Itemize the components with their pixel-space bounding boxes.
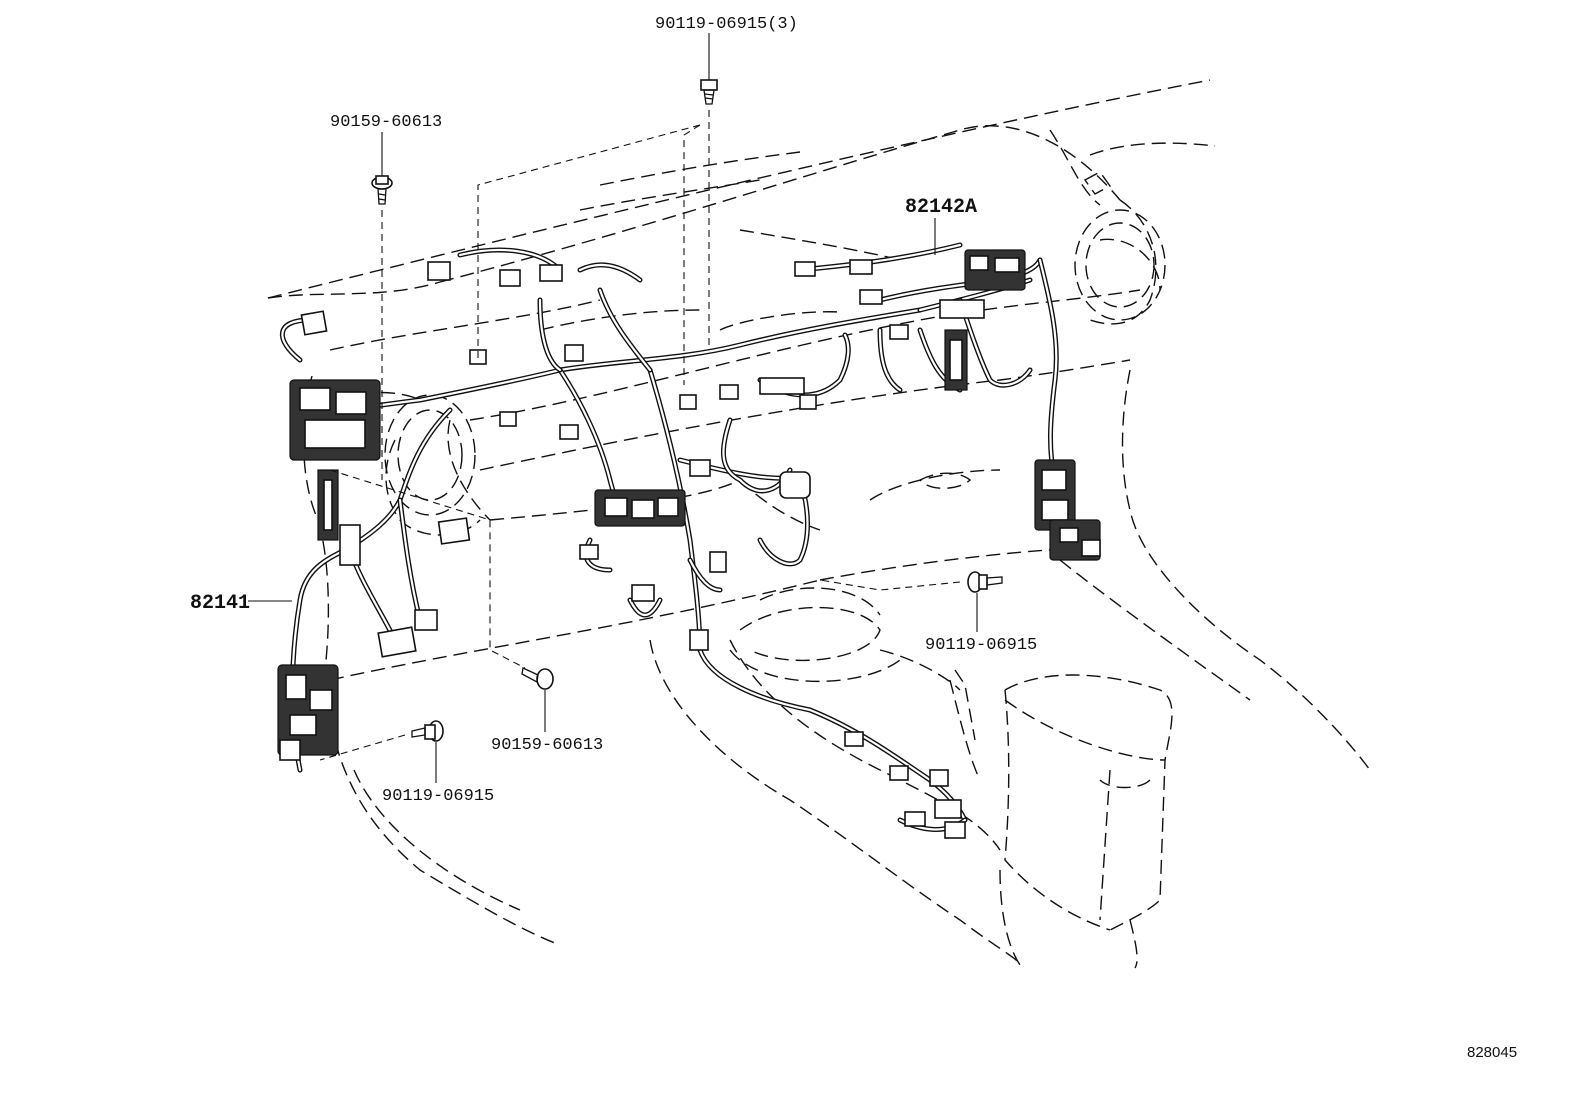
air-vent-right [1074,209,1166,321]
callout-bolt-left-lower: 90119-06915 [382,787,494,806]
callout-bolt-top-left: 90159-60613 [330,113,442,132]
bolt-left-lower-icon [411,720,444,742]
air-vent-left [384,394,476,516]
callout-bolt-mid-lower: 90159-60613 [491,736,603,755]
callout-bolt-right: 90119-06915 [925,636,1037,655]
callout-leaders [248,33,978,783]
bolt-top-center-icon [700,79,718,105]
callout-harness-82141: 82141 [190,592,250,615]
dashboard-outline [267,79,1371,969]
bolt-right-icon [967,571,1003,593]
callout-harness-82142A: 82142A [905,196,977,219]
harness-connectors [277,249,1101,839]
figure-number: 828045 [1467,1044,1517,1061]
bolt-reference-lines [319,110,961,761]
bolt-top-left-icon [371,175,393,205]
bolt-mid-lower-icon [521,667,554,690]
callout-bolt-top-center: 90119-06915(3) [655,15,798,34]
